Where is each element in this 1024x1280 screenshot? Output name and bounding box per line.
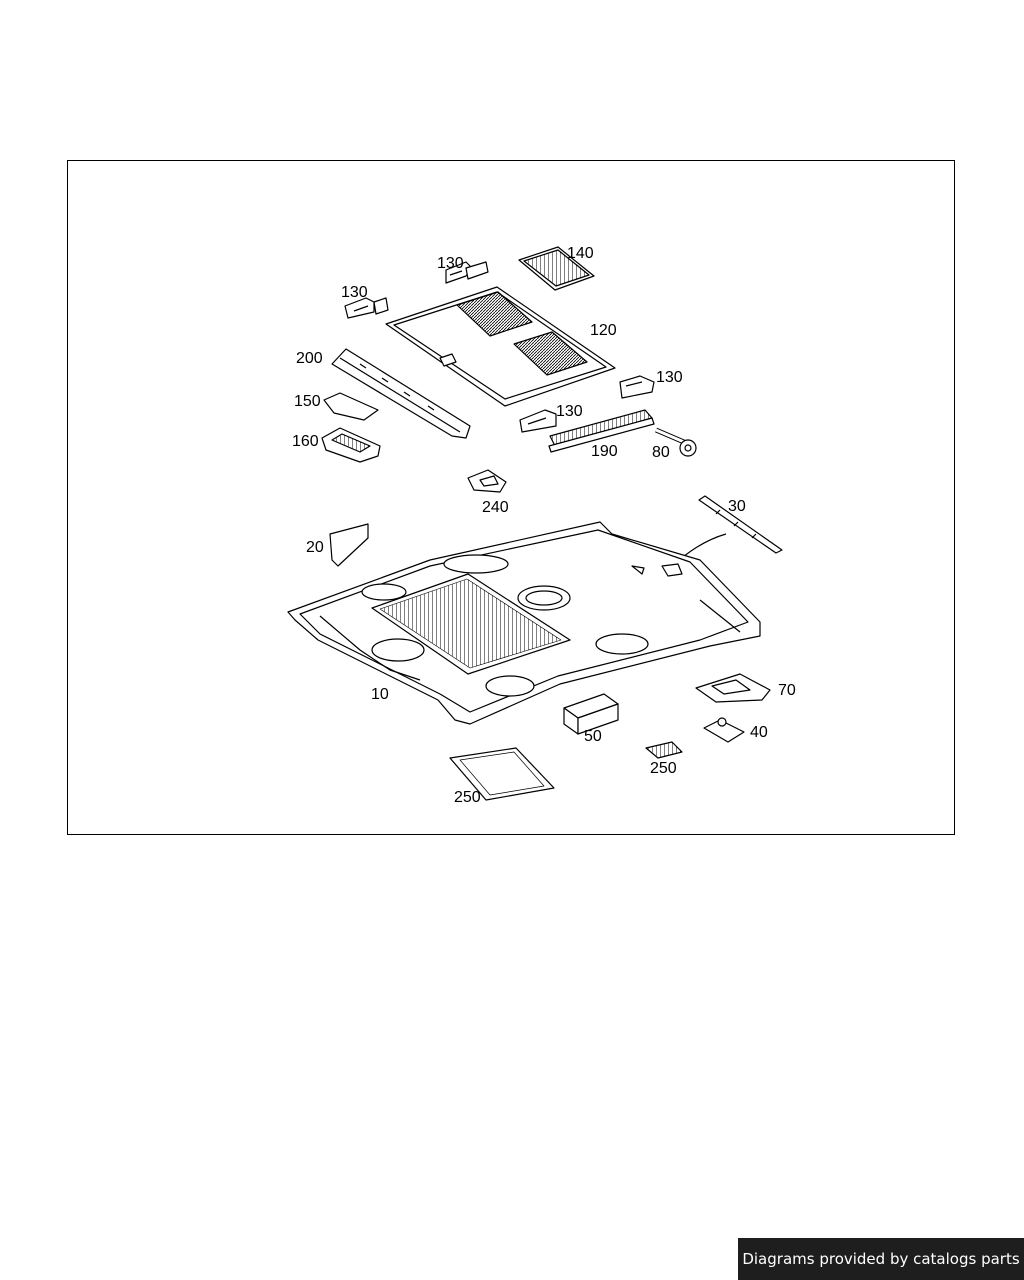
callout-160: 160: [292, 433, 319, 450]
callout-190: 190: [591, 443, 618, 460]
part-250-pad-small: [645, 741, 683, 759]
callout-70: 70: [778, 682, 796, 699]
part-130-clip-top: [445, 261, 489, 284]
part-80-screw: [655, 427, 697, 457]
callout-250: 250: [454, 789, 481, 806]
callout-140: 140: [567, 245, 594, 262]
callout-200: 200: [296, 350, 323, 367]
callout-10: 10: [371, 686, 389, 703]
part-50-block: [563, 693, 619, 735]
part-150-cover: [323, 392, 379, 421]
part-140-grille: [518, 246, 595, 291]
part-250-pad-large: [449, 747, 555, 801]
diagram-frame: [67, 160, 955, 835]
callout-50: 50: [584, 728, 602, 745]
callout-240: 240: [482, 499, 509, 516]
part-10-headliner: [287, 521, 761, 725]
callout-130: 130: [341, 284, 368, 301]
callout-80: 80: [652, 444, 670, 461]
callout-40: 40: [750, 724, 768, 741]
part-40-clip: [703, 717, 745, 743]
part-20-wedge: [329, 523, 369, 567]
callout-20: 20: [306, 539, 324, 556]
callout-120: 120: [590, 322, 617, 339]
callout-250: 250: [650, 760, 677, 777]
part-130-clip-left: [344, 297, 389, 319]
part-120-roof-panel: [385, 286, 616, 407]
part-190-strip: [548, 409, 655, 453]
callout-30: 30: [728, 498, 746, 515]
part-160-lamp-frame: [321, 427, 381, 463]
part-70-bracket: [695, 673, 771, 703]
part-130-clip-lower: [519, 409, 557, 433]
callout-130: 130: [556, 403, 583, 420]
part-130-clip-right: [619, 375, 655, 399]
part-30-trim: [698, 495, 783, 554]
callout-150: 150: [294, 393, 321, 410]
part-240-bracket: [467, 469, 507, 493]
credit-banner: Diagrams provided by catalogs parts: [738, 1238, 1024, 1280]
part-200-rail: [331, 348, 471, 439]
callout-130: 130: [437, 255, 464, 272]
callout-130: 130: [656, 369, 683, 386]
